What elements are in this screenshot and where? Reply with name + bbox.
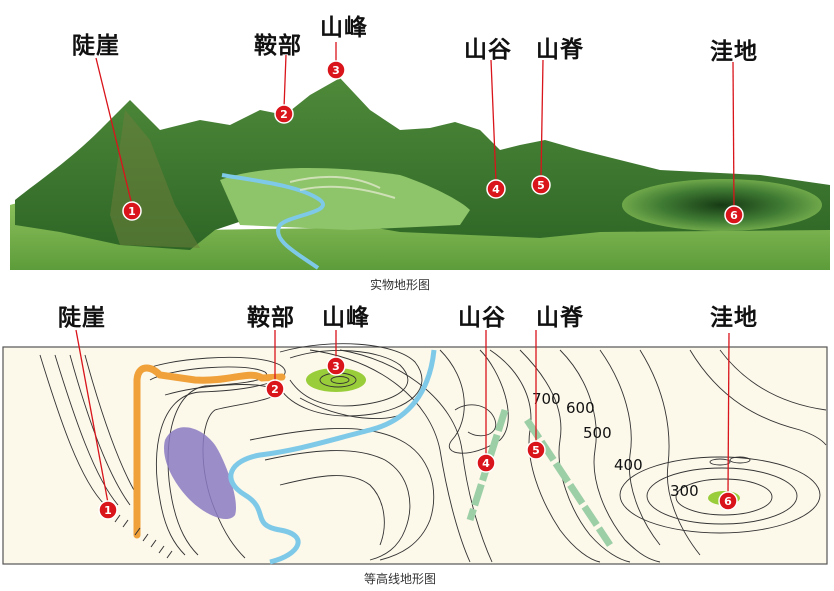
contour-label-valley: 山谷 xyxy=(458,304,506,331)
svg-text:5: 5 xyxy=(537,179,545,192)
steep-slope-area xyxy=(164,427,236,520)
svg-text:3: 3 xyxy=(332,360,340,373)
svg-text:2: 2 xyxy=(271,383,279,396)
terrain-marker-6: 6 xyxy=(724,205,744,225)
depression-basin xyxy=(622,179,822,231)
valley-floor xyxy=(220,168,470,230)
ridge-line xyxy=(524,418,613,547)
terrain-caption: 实物地形图 xyxy=(370,278,431,292)
terrain-marker-1: 1 xyxy=(122,201,142,221)
svg-text:2: 2 xyxy=(280,108,288,121)
contour-label-peak: 山峰 xyxy=(322,304,370,331)
contour-label-depression: 洼地 xyxy=(710,304,758,331)
elevation-400: 400 xyxy=(614,456,643,474)
terrain-markers: 1 2 3 4 5 6 xyxy=(122,60,744,225)
contour-markers: 1 2 3 4 5 6 xyxy=(98,356,738,520)
svg-text:3: 3 xyxy=(332,64,340,77)
terrain-label-depression: 洼地 xyxy=(710,38,758,65)
contour-marker-2: 2 xyxy=(265,379,285,399)
map-river xyxy=(228,349,437,565)
svg-text:6: 6 xyxy=(724,495,732,508)
elevation-500: 500 xyxy=(583,424,612,442)
contour-label-ridge: 山脊 xyxy=(536,304,584,331)
svg-text:4: 4 xyxy=(492,183,500,196)
contour-caption: 等高线地形图 xyxy=(364,572,437,586)
contour-marker-4: 4 xyxy=(476,453,496,473)
terrain-label-peak: 山峰 xyxy=(320,14,368,41)
svg-text:1: 1 xyxy=(128,205,136,218)
terrain-marker-2: 2 xyxy=(274,104,294,124)
contour-marker-6: 6 xyxy=(718,491,738,511)
terrain-marker-3: 3 xyxy=(326,60,346,80)
contour-label-cliff: 陡崖 xyxy=(58,304,106,331)
svg-text:5: 5 xyxy=(532,444,540,457)
peak-area xyxy=(306,368,366,392)
contour-label-saddle: 鞍部 xyxy=(247,304,295,331)
svg-text:1: 1 xyxy=(104,504,112,517)
elevation-700: 700 xyxy=(532,390,561,408)
terrain-marker-4: 4 xyxy=(486,179,506,199)
contour-map-frame xyxy=(2,346,828,565)
contour-marker-5: 5 xyxy=(526,440,546,460)
terrain-marker-5: 5 xyxy=(531,175,551,195)
terrain-label-cliff: 陡崖 xyxy=(72,32,120,59)
svg-text:6: 6 xyxy=(730,209,738,222)
contour-leader-lines xyxy=(75,329,730,504)
contour-marker-1: 1 xyxy=(98,500,118,520)
terrain-label-ridge: 山脊 xyxy=(536,36,584,63)
ground-base xyxy=(10,201,830,270)
terrain-leader-lines xyxy=(95,42,735,209)
cliff-line xyxy=(133,364,286,539)
elevation-300: 300 xyxy=(670,482,699,500)
terrain-label-valley: 山谷 xyxy=(464,36,512,63)
contour-marker-3: 3 xyxy=(326,356,346,376)
elevation-600: 600 xyxy=(566,399,595,417)
terrain-label-saddle: 鞍部 xyxy=(254,32,302,59)
svg-text:4: 4 xyxy=(482,457,490,470)
river xyxy=(221,173,325,270)
